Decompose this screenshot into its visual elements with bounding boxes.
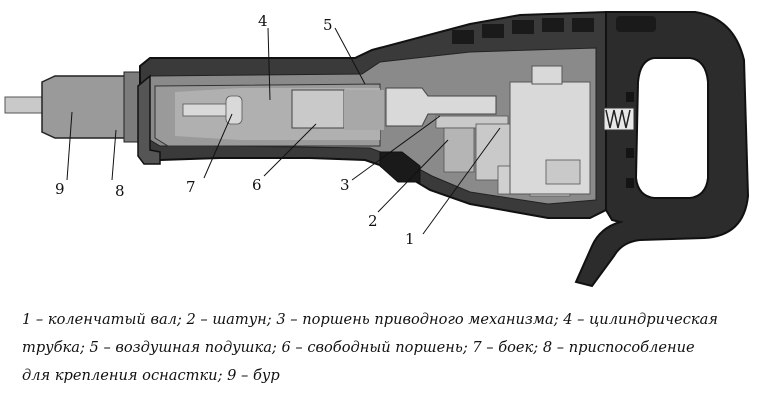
callout-lines bbox=[66, 27, 501, 235]
figure-caption: 1 – коленчатый вал; 2 – шатун; 3 – порше… bbox=[22, 306, 752, 390]
handle bbox=[574, 11, 750, 288]
jackhammer-diagram: 1 2 3 4 5 6 7 8 9 bbox=[4, 10, 750, 288]
caption-line-3: для крепления оснастки; 9 – бур bbox=[22, 367, 280, 384]
drive-piston bbox=[385, 87, 497, 127]
callout-5: 5 bbox=[323, 16, 333, 34]
connecting-rod bbox=[379, 151, 421, 183]
callout-3: 3 bbox=[340, 176, 350, 194]
air-cushion bbox=[344, 90, 384, 130]
motor-block bbox=[509, 65, 591, 195]
striker-rod bbox=[182, 103, 230, 117]
free-piston bbox=[291, 89, 345, 129]
nose-plate bbox=[137, 74, 161, 165]
callout-7: 7 bbox=[186, 178, 196, 196]
housing-ribs bbox=[452, 18, 594, 44]
callout-2: 2 bbox=[368, 212, 378, 230]
striker-head bbox=[225, 95, 243, 125]
caption-line-1: 1 – коленчатый вал; 2 – шатун; 3 – порше… bbox=[22, 311, 718, 328]
callout-4: 4 bbox=[258, 12, 268, 30]
handle-spring-coil bbox=[605, 109, 631, 129]
callout-9: 9 bbox=[55, 180, 65, 198]
caption-line-2: трубка; 5 – воздушная подушка; 6 – свобо… bbox=[22, 339, 695, 356]
handle-top-grip bbox=[616, 16, 656, 32]
callout-1: 1 bbox=[405, 230, 415, 248]
callout-6: 6 bbox=[252, 176, 262, 194]
callout-8: 8 bbox=[115, 182, 125, 200]
handle-side-ribs bbox=[626, 92, 634, 188]
